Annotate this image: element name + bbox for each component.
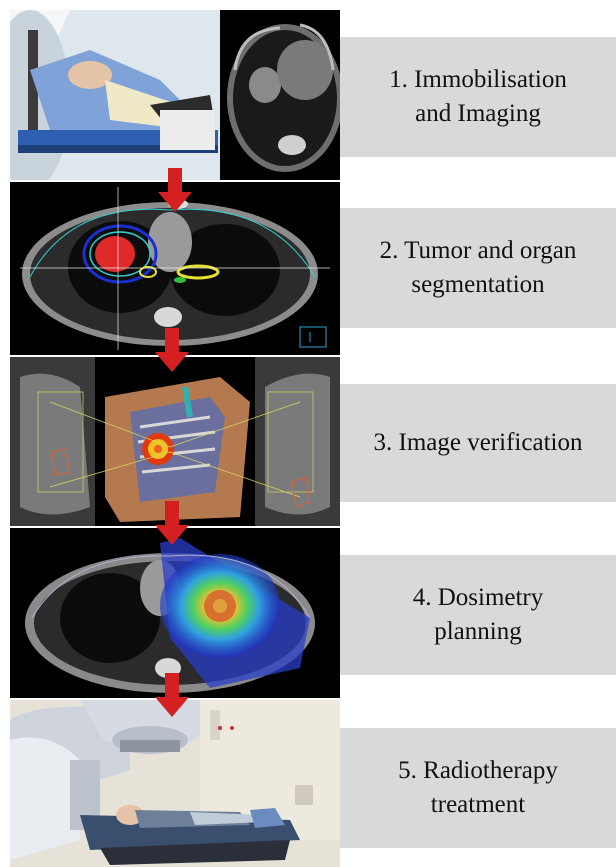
immobilisation-imaging-image — [10, 10, 340, 180]
step-2-label: 2. Tumor and organ segmentation — [340, 208, 616, 328]
step-5-label: 5. Radiotherapy treatment — [340, 728, 616, 848]
step-1-label: 1. Immobilisation and Imaging — [340, 37, 616, 157]
step-1-label-line2: and Imaging — [389, 97, 567, 131]
down-arrow-icon — [158, 168, 192, 212]
step-1-label-line1: 1. Immobilisation — [389, 63, 567, 97]
step-4-label: 4. Dosimetry planning — [340, 555, 616, 675]
step-4-label-line1: 4. Dosimetry — [413, 581, 544, 615]
step-5-label-line2: treatment — [398, 788, 558, 822]
step-3-label-line1: 3. Image verification — [374, 426, 583, 460]
step-2-label-line1: 2. Tumor and organ — [380, 234, 577, 268]
down-arrow-icon — [155, 673, 189, 717]
down-arrow-icon — [155, 501, 189, 545]
down-arrow-icon — [155, 328, 189, 372]
step-3-label: 3. Image verification — [340, 384, 616, 502]
step-4-label-line2: planning — [413, 615, 544, 649]
radiotherapy-treatment-image — [10, 700, 340, 867]
step-2-label-line2: segmentation — [380, 268, 577, 302]
step-5-label-line1: 5. Radiotherapy — [398, 754, 558, 788]
